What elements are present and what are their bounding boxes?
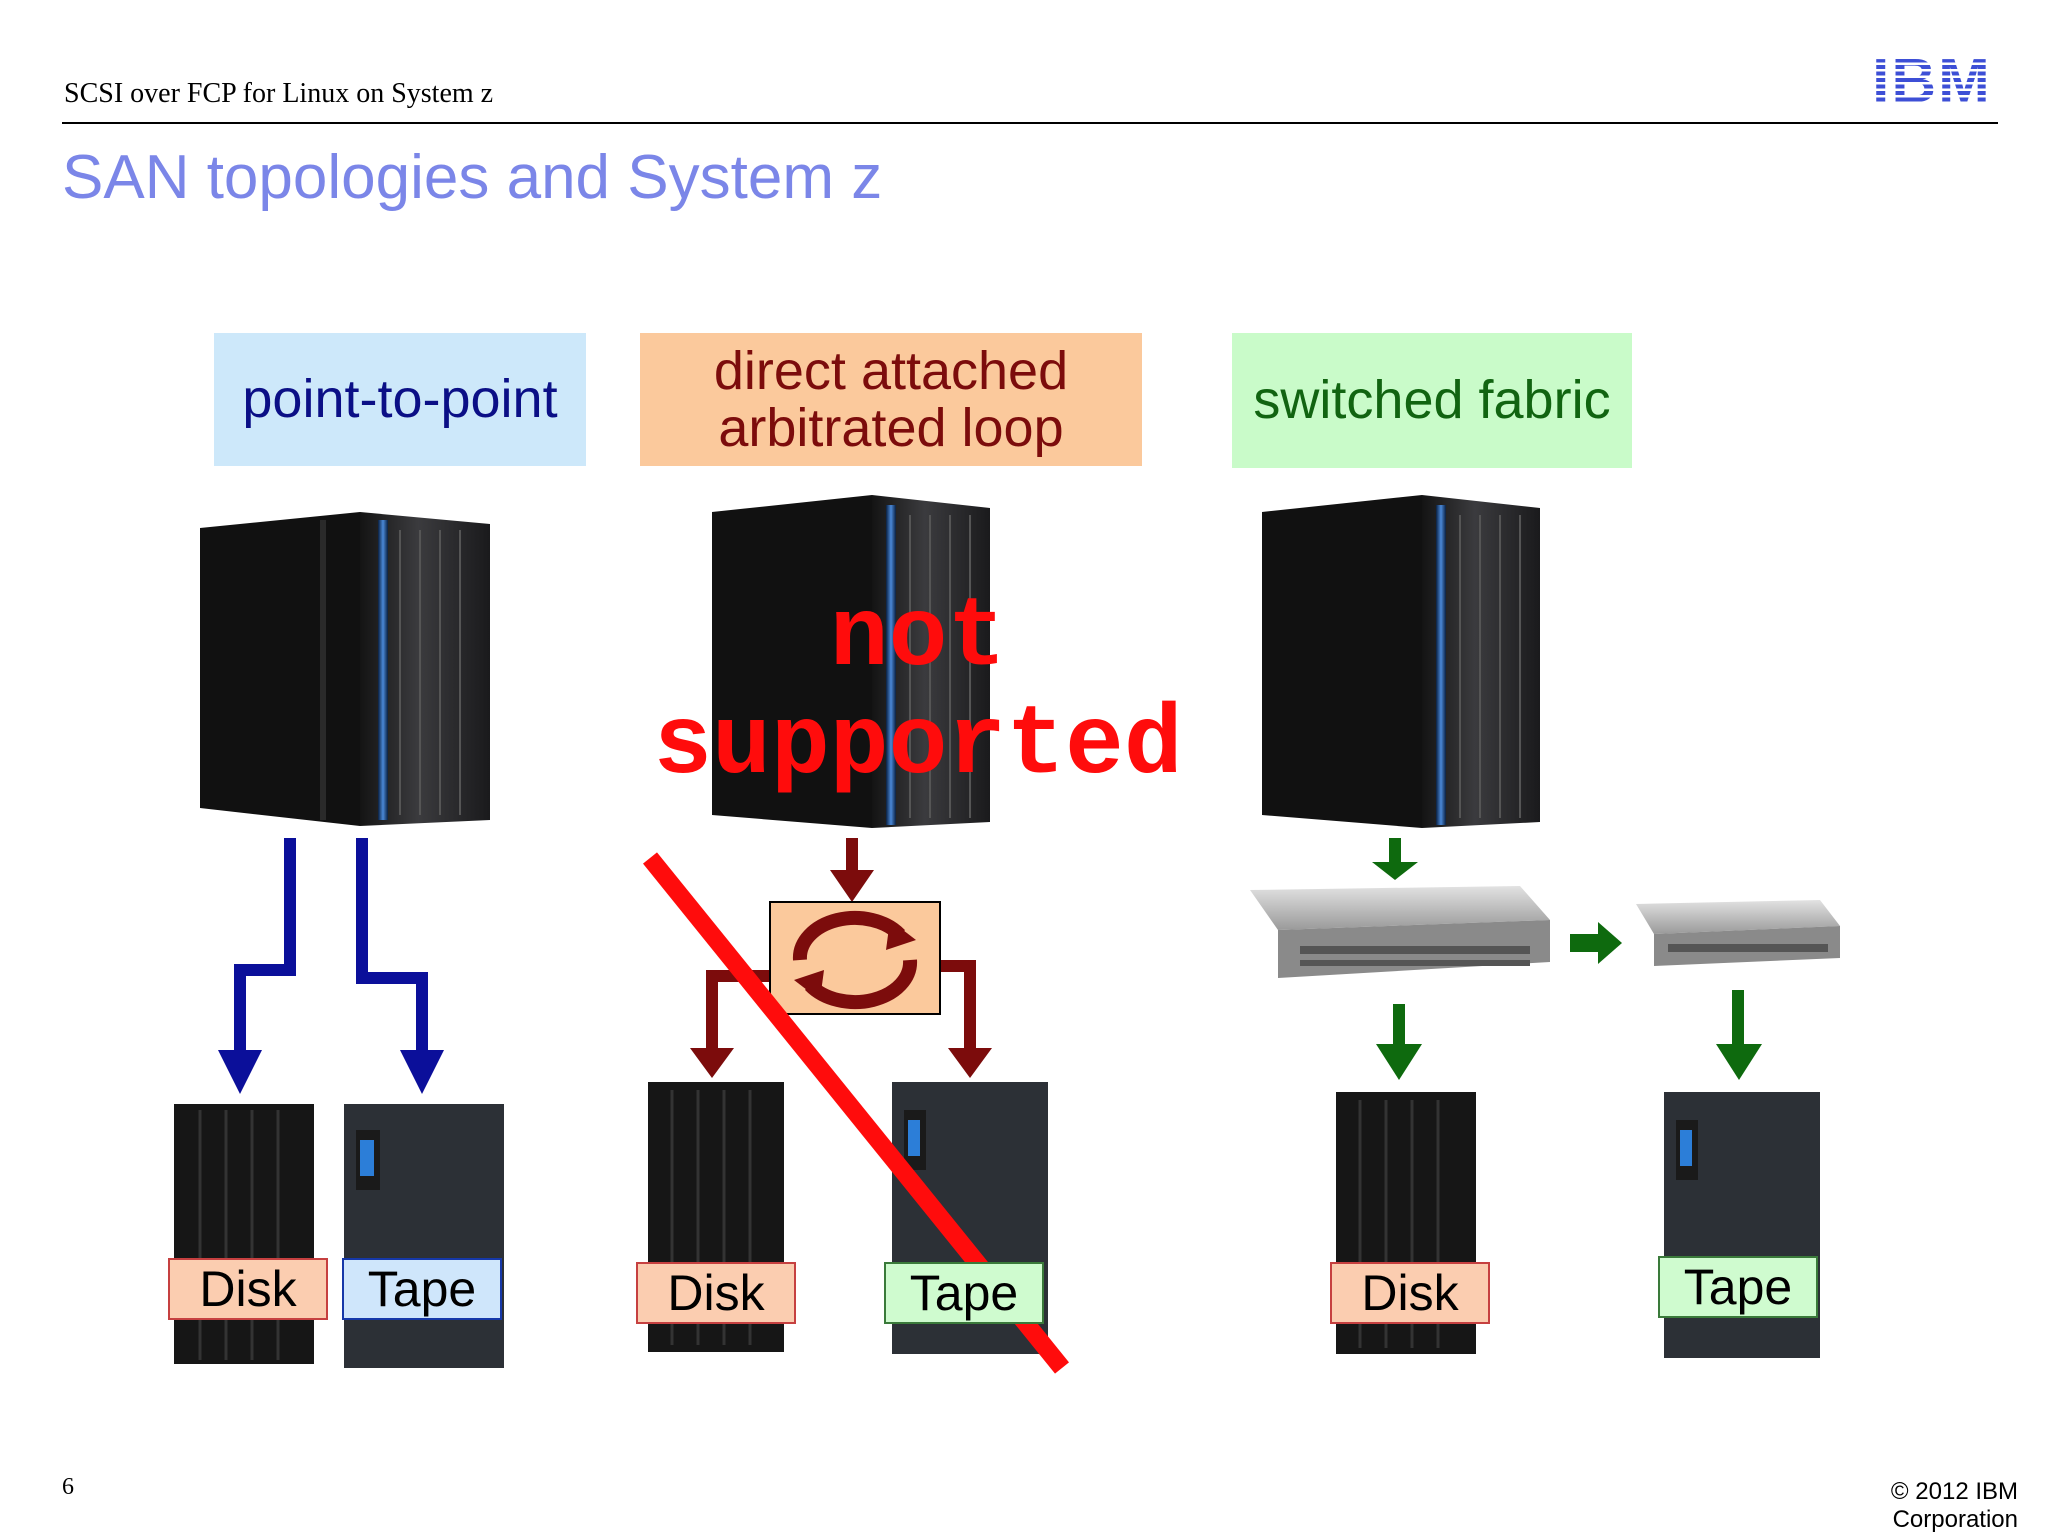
not-supported-text: not supported	[653, 583, 1183, 802]
loop-hub-icon	[769, 901, 941, 1015]
fabric-tape-rack	[1664, 1092, 1820, 1358]
fabric-tape-label: Tape	[1658, 1256, 1818, 1318]
copyright: © 2012 IBM Corporation	[1890, 1478, 2018, 1533]
loop-arrowhead-tape	[948, 1048, 992, 1078]
p2p-arrowhead-disk	[218, 1050, 262, 1094]
p2p-tape-rack	[344, 1104, 504, 1368]
loop-arrowhead-disk	[690, 1048, 734, 1078]
p2p-disk-rack	[174, 1104, 314, 1364]
ibm-logo: IBM	[1866, 52, 1998, 104]
p2p-tape-label: Tape	[342, 1258, 502, 1320]
slide-title: SAN topologies and System z	[62, 143, 883, 212]
header-rule	[62, 122, 1998, 124]
p2p-arrowhead-tape	[400, 1050, 444, 1094]
p2p-arrows	[234, 838, 428, 1052]
point-to-point-label: point-to-point	[214, 333, 586, 466]
loop-arrowhead-top	[830, 870, 874, 902]
fabric-switch-2	[1636, 900, 1840, 966]
p2p-disk-label: Disk	[168, 1258, 328, 1320]
switched-fabric-label: switched fabric	[1232, 333, 1632, 468]
mainframe-1	[200, 512, 490, 826]
page-number: 6	[62, 1474, 74, 1500]
mainframe-2	[712, 495, 990, 828]
header-title: SCSI over FCP for Linux on System z	[64, 78, 494, 109]
fabric-switch-1	[1250, 886, 1550, 978]
fabric-arrows	[1372, 838, 1762, 1080]
loop-disk-label: Disk	[636, 1262, 796, 1324]
fabric-disk-label: Disk	[1330, 1262, 1490, 1324]
mainframe-3	[1262, 495, 1540, 828]
loop-tape-label: Tape	[884, 1262, 1044, 1324]
